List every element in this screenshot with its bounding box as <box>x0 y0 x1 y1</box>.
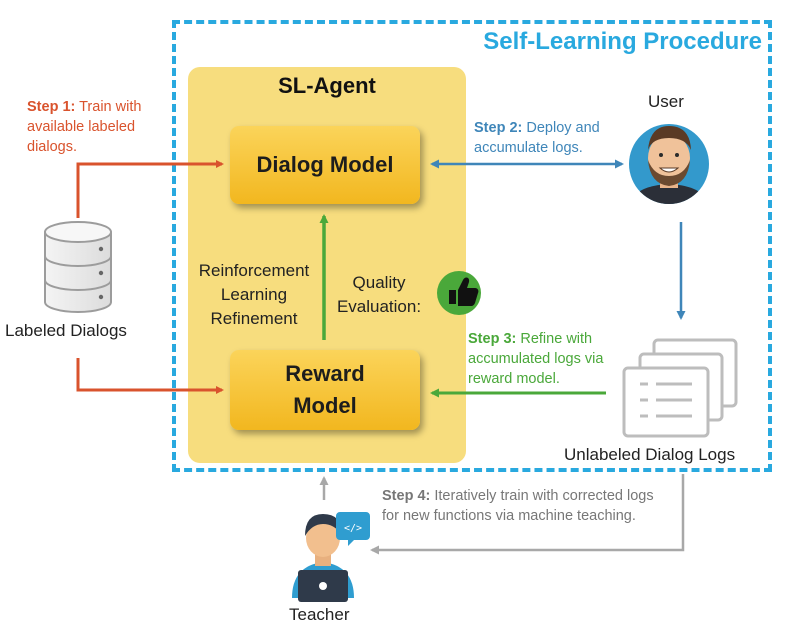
rl-refinement-line3: Refinement <box>210 309 298 328</box>
reward-model-label-line2: Model <box>293 393 357 418</box>
reward-model-box: Reward Model <box>230 350 420 430</box>
step1-arrow-to-dialog-model <box>76 160 224 218</box>
step1-description: Train with available labeled dialogs. <box>27 99 142 155</box>
step4-label: Step 4: <box>382 488 431 504</box>
thumbs-up-icon <box>437 271 481 315</box>
step1-label: Step 1: <box>27 99 76 115</box>
step3-description: Refine with accumulated logs via reward … <box>468 331 604 387</box>
dialog-model-box: Dialog Model <box>230 126 420 204</box>
step3-label: Step 3: <box>468 331 517 347</box>
step2-label: Step 2: <box>474 120 523 136</box>
teacher-laptop-icon: </> <box>292 512 370 602</box>
svg-text:</>: </> <box>344 523 362 534</box>
rl-refinement-line1: Reinforcement <box>198 261 310 280</box>
labeled-dialogs-label: Labeled Dialogs <box>5 321 127 340</box>
step1-text: Step 1: Train with available labeled dia… <box>27 97 177 157</box>
database-icon <box>44 221 112 313</box>
rl-refinement-line2: Learning <box>220 285 288 304</box>
unlabeled-dialog-logs-label: Unlabeled Dialog Logs <box>564 445 736 464</box>
procedure-title: Self-Learning Procedure <box>483 28 762 55</box>
document-stack-icon <box>622 338 738 438</box>
step2-text: Step 2: Deploy and accumulate logs. <box>474 118 644 158</box>
reward-model-label-line1: Reward <box>285 361 365 386</box>
quality-evaluation-line2: Evaluation: <box>336 297 422 316</box>
quality-evaluation-line1: Quality <box>352 273 406 292</box>
step4-description: Iteratively train with corrected logs fo… <box>382 488 654 524</box>
user-label: User <box>648 92 684 111</box>
sl-agent-title: SL-Agent <box>278 73 376 98</box>
step3-text: Step 3: Refine with accumulated logs via… <box>468 329 628 389</box>
quality-evaluation-text: Quality Evaluation: <box>326 271 432 319</box>
step4-arrow-to-teacher <box>370 474 685 555</box>
teacher-label: Teacher <box>289 605 350 624</box>
user-avatar-icon <box>629 124 709 204</box>
self-learning-procedure-box <box>172 20 772 472</box>
rl-refinement-text: Reinforcement Learning Refinement <box>186 259 322 331</box>
dialog-model-label: Dialog Model <box>256 152 394 177</box>
step1-arrow-to-reward-model <box>76 358 224 394</box>
step2-description: Deploy and accumulate logs. <box>474 120 600 156</box>
step4-text: Step 4: Iteratively train with corrected… <box>382 486 672 526</box>
